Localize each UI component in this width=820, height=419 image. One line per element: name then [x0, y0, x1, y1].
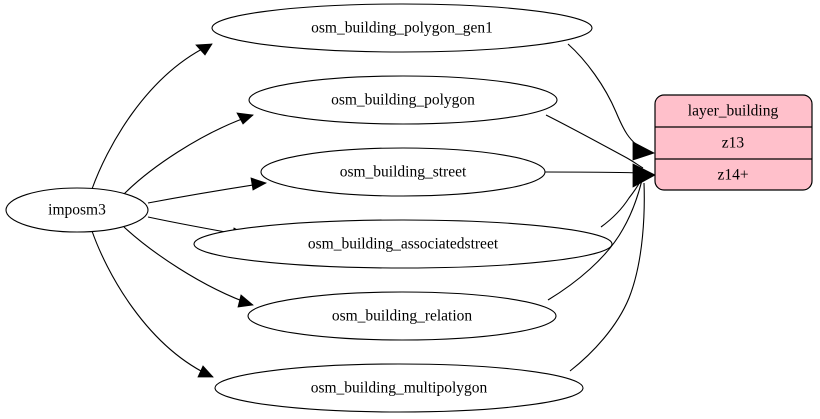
node-osm-building-relation-shape[interactable] — [247, 291, 557, 341]
node-osm-building-polygon[interactable]: osm_building_polygon — [248, 75, 558, 125]
edge-imposm3-to-osm-building-polygon-gen1 — [91, 43, 213, 190]
arrowhead-osm-building-street — [250, 177, 268, 191]
edge-imposm3-to-osm-building-street — [147, 182, 267, 204]
edge-osm-building-street-to-z14plus — [544, 171, 642, 174]
arrowhead-z13-row — [632, 141, 656, 161]
node-osm-building-polygon-gen1[interactable]: osm_building_polygon_gen1 — [211, 3, 593, 53]
node-osm-building-polygon-gen1-shape[interactable] — [211, 3, 593, 53]
node-osm-building-street-label: osm_building_street — [340, 164, 467, 181]
edge-imposm3-to-osm-building-multipolygon — [91, 230, 214, 378]
arrowhead-osm-building-relation — [237, 294, 254, 308]
arrowhead-z14plus-row — [632, 163, 656, 188]
edge-group-tables-to-layer — [544, 43, 656, 372]
node-osm-building-multipolygon-shape[interactable] — [214, 363, 584, 413]
node-osm-building-associatedstreet-label: osm_building_associatedstreet — [308, 236, 499, 253]
edge-osm-building-polygon-to-z14plus — [545, 114, 644, 169]
node-osm-building-street[interactable]: osm_building_street — [260, 147, 546, 197]
node-osm-building-polygon-shape[interactable] — [248, 75, 558, 125]
node-osm-building-relation-label: osm_building_relation — [332, 308, 473, 325]
node-osm-building-multipolygon[interactable]: osm_building_multipolygon — [214, 363, 584, 413]
layer-building-row-name: layer_building — [688, 103, 779, 120]
node-layer-building[interactable]: layer_building z13 z14+ — [654, 94, 813, 191]
layer-building-row-z13: z13 — [722, 135, 745, 152]
arrowhead-osm-building-multipolygon — [197, 365, 214, 378]
node-osm-building-polygon-label: osm_building_polygon — [331, 92, 475, 109]
node-imposm3-label: imposm3 — [48, 202, 106, 219]
edge-imposm3-to-osm-building-polygon — [123, 114, 254, 195]
node-osm-building-polygon-gen1-label: osm_building_polygon_gen1 — [311, 20, 493, 37]
node-imposm3-shape[interactable] — [5, 187, 149, 233]
node-osm-building-associatedstreet[interactable]: osm_building_associatedstreet — [193, 219, 613, 269]
node-osm-building-relation[interactable]: osm_building_relation — [247, 291, 557, 341]
edge-osm-building-relation-to-z14plus — [547, 179, 643, 301]
arrowhead-osm-building-polygon — [236, 112, 254, 125]
layer-building-box[interactable] — [654, 94, 813, 191]
edge-imposm3-to-osm-building-relation — [123, 226, 254, 306]
node-osm-building-associatedstreet-shape[interactable] — [193, 219, 613, 269]
arrowhead-osm-building-polygon-gen1 — [195, 43, 213, 56]
node-osm-building-street-shape[interactable] — [260, 147, 546, 197]
layer-building-row-z14plus: z14+ — [717, 167, 748, 184]
edge-osm-building-multipolygon-to-z14plus — [569, 182, 645, 372]
edge-osm-building-polygon-gen1-to-z13 — [567, 43, 642, 149]
node-osm-building-multipolygon-label: osm_building_multipolygon — [311, 380, 488, 397]
node-imposm3[interactable]: imposm3 — [5, 187, 149, 233]
